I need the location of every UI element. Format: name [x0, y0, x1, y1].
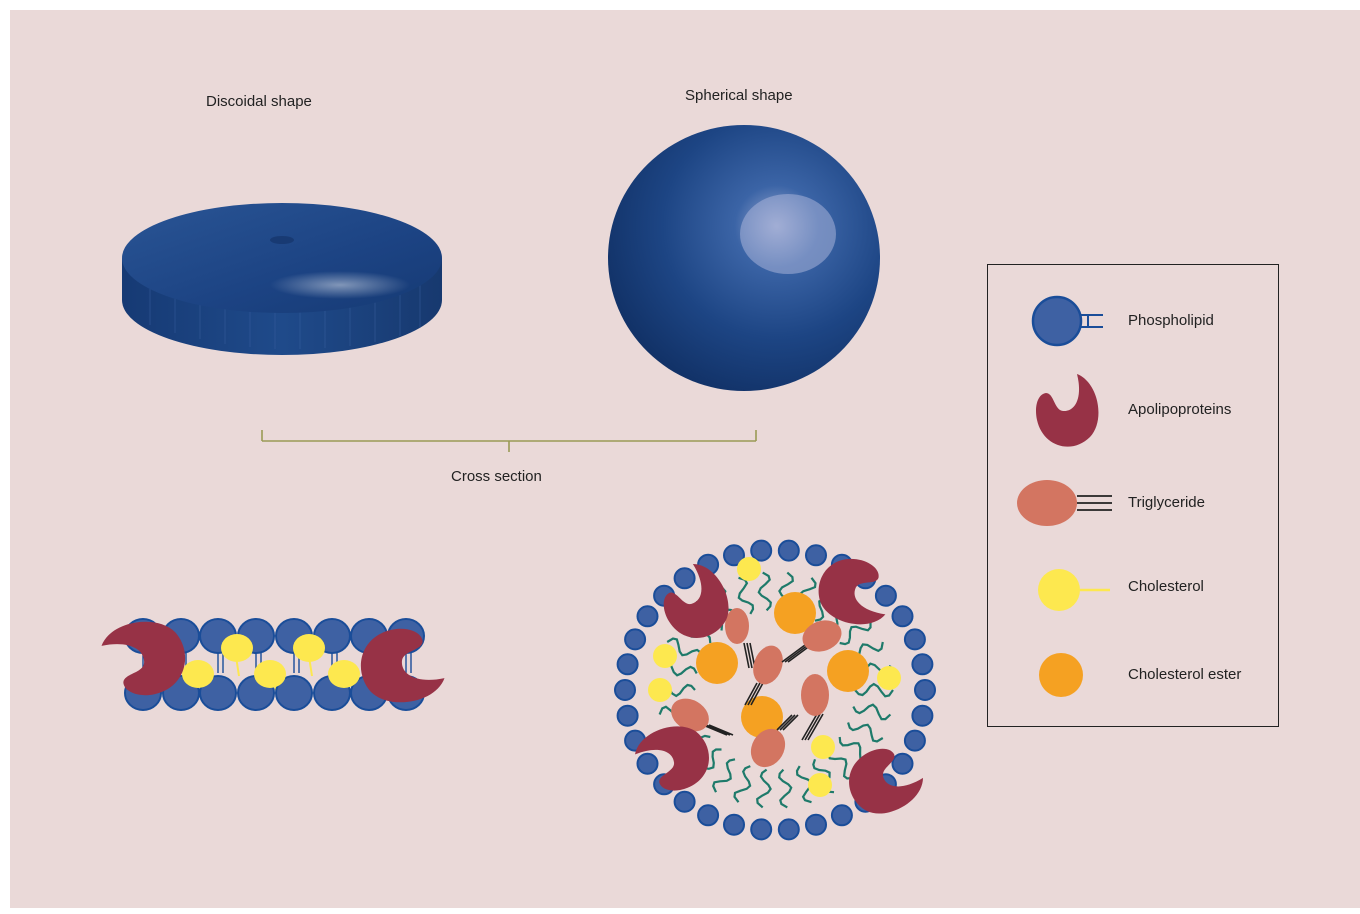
cholesterol: [648, 678, 672, 702]
cholesterol-ester: [696, 642, 738, 684]
legend-label-cholesterol: Cholesterol: [1128, 578, 1204, 595]
phospholipid: [638, 754, 658, 774]
legend-label-triglyceride: Triglyceride: [1128, 494, 1205, 511]
triglyceride: [725, 608, 749, 644]
phospholipid: [893, 606, 913, 626]
phospholipid: [905, 629, 925, 649]
phospholipid-tail: [739, 578, 754, 614]
phospholipid-tail: [848, 723, 883, 742]
phospholipid: [751, 819, 771, 839]
phospholipid: [876, 586, 896, 606]
phospholipid: [912, 706, 932, 726]
phospholipid: [618, 654, 638, 674]
legend-label-apolipoproteins: Apolipoproteins: [1128, 401, 1231, 418]
cholesterol: [877, 666, 901, 690]
cross-section-bracket: [262, 430, 756, 452]
phospholipid-tail: [840, 621, 871, 645]
triglyceride: [801, 674, 829, 716]
cholesterol: [182, 660, 214, 688]
phospholipid: [638, 606, 658, 626]
phospholipid-tail: [713, 759, 735, 792]
cholesterol: [254, 660, 286, 688]
discoidal-shape-label: Discoidal shape: [206, 93, 312, 110]
phospholipid: [675, 792, 695, 812]
phospholipid-tail: [735, 766, 751, 802]
phospholipid: [806, 815, 826, 835]
phospholipid: [618, 706, 638, 726]
phospholipid: [779, 541, 799, 561]
spherical-particle: [608, 125, 880, 391]
phospholipid-tail: [853, 705, 890, 719]
triglyceride-tail: [805, 714, 820, 740]
phospholipid: [615, 680, 635, 700]
cholesterol-ester: [827, 650, 869, 692]
spherical-cross-section: [615, 541, 935, 840]
cholesterol: [293, 634, 325, 662]
phospholipid: [806, 545, 826, 565]
phospholipid-tail: [759, 573, 771, 611]
phospholipid: [751, 541, 771, 561]
phospholipid: [915, 680, 935, 700]
discoidal-cross-section: [102, 619, 445, 710]
phospholipid-tail: [757, 770, 770, 808]
apolipoprotein: [653, 557, 738, 647]
cholesterol: [328, 660, 360, 688]
legend-label-cholesterol-ester: Cholesterol ester: [1128, 666, 1241, 683]
cholesterol: [737, 557, 761, 581]
triglyceride-tail: [703, 725, 727, 735]
cholesterol: [221, 634, 253, 662]
phospholipid: [698, 805, 718, 825]
phospholipid: [779, 819, 799, 839]
cholesterol: [811, 735, 835, 759]
cross-section-label: Cross section: [451, 468, 542, 485]
cholesterol: [808, 773, 832, 797]
phospholipid-tail: [779, 770, 791, 808]
phospholipid: [832, 805, 852, 825]
phospholipid: [724, 815, 744, 835]
phospholipid: [625, 629, 645, 649]
triglyceride-tail: [709, 725, 733, 735]
triglyceride-tail: [706, 725, 730, 735]
triglyceride-tail: [785, 645, 808, 662]
discoidal-particle: [122, 203, 442, 355]
legend-label-phospholipid: Phospholipid: [1128, 312, 1214, 329]
triglyceride-tail: [782, 645, 805, 662]
apolipoprotein: [361, 629, 445, 703]
phospholipid: [893, 754, 913, 774]
triglyceride: [748, 641, 788, 688]
phospholipid: [905, 731, 925, 751]
phospholipid: [675, 568, 695, 588]
phospholipid: [912, 654, 932, 674]
cholesterol: [653, 644, 677, 668]
spherical-shape-label: Spherical shape: [685, 87, 793, 104]
